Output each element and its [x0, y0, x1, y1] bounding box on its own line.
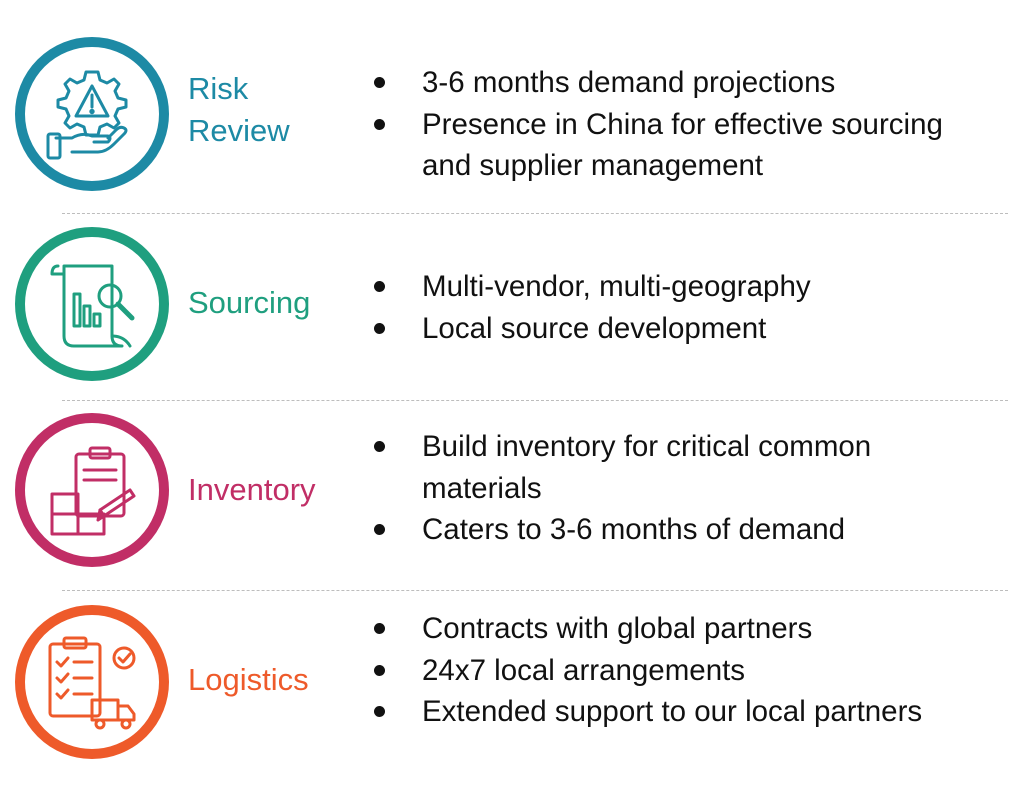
- section-risk-review: Risk Review 3-6 months demand projection…: [0, 28, 1024, 208]
- bullet-text: and supplier management: [422, 149, 764, 182]
- bullet-item: Multi-vendor, multi-geography: [372, 266, 1012, 308]
- bullet-text: Build inventory for critical common: [422, 430, 872, 463]
- bullet-list: Multi-vendor, multi-geography Local sour…: [372, 266, 1012, 349]
- bullet-continuation: and supplier management: [372, 145, 1012, 187]
- document-chart-magnifier-icon: [12, 224, 172, 384]
- bullet-item: Local source development: [372, 308, 1012, 350]
- bullet-text: materials: [422, 471, 542, 505]
- bullet-text: Multi-vendor, multi-geography: [422, 270, 811, 303]
- bullet-item: Contracts with global partners: [372, 608, 1012, 650]
- bullet-text: 24x7 local arrangements: [422, 653, 746, 687]
- bullet-text: Contracts with global partners: [422, 612, 813, 645]
- bullet-icon: [374, 77, 385, 88]
- bullet-icon: [374, 441, 385, 452]
- checklist-truck-icon: [12, 602, 172, 762]
- bullet-item: 24x7 local arrangements: [372, 650, 1012, 692]
- bullet-text: Caters to 3-6 months of demand: [422, 513, 846, 546]
- dashed-divider: [62, 590, 1008, 591]
- bullet-icon: [374, 706, 385, 717]
- bullet-text: Local source development: [422, 311, 767, 345]
- section-sourcing: Sourcing Multi-vendor, multi-geography L…: [0, 218, 1024, 398]
- section-logistics: Logistics Contracts with global partners…: [0, 596, 1024, 776]
- clipboard-boxes-pencil-icon: [12, 410, 172, 570]
- dashed-divider: [62, 213, 1008, 214]
- bullet-text: 3-6 months demand projections: [422, 66, 836, 99]
- section-inventory: Inventory Build inventory for critical c…: [0, 404, 1024, 584]
- bullet-icon: [374, 664, 385, 676]
- bullet-text: Presence in China for effective sourcing: [422, 107, 943, 141]
- warning-gear-hand-icon: [12, 34, 172, 194]
- bullet-icon: [374, 524, 385, 535]
- bullet-text: Extended support to our local partners: [422, 695, 923, 728]
- dashed-divider: [62, 400, 1008, 401]
- bullet-icon: [374, 281, 385, 292]
- bullet-item: Build inventory for critical common: [372, 426, 1012, 468]
- bullet-continuation: materials: [372, 468, 1012, 510]
- bullet-item: Extended support to our local partners: [372, 691, 1012, 733]
- bullet-icon: [374, 322, 385, 334]
- section-title: Risk Review: [188, 71, 290, 148]
- bullet-item: Presence in China for effective sourcing: [372, 104, 1012, 146]
- bullet-list: Contracts with global partners 24x7 loca…: [372, 608, 1012, 733]
- bullet-item: 3-6 months demand projections: [372, 62, 1012, 104]
- section-title: Sourcing: [188, 285, 311, 320]
- section-title: Inventory: [188, 472, 316, 507]
- bullet-icon: [374, 118, 385, 130]
- bullet-icon: [374, 623, 385, 634]
- bullet-item: Caters to 3-6 months of demand: [372, 509, 1012, 551]
- bullet-list: Build inventory for critical common mate…: [372, 426, 1012, 551]
- section-title: Logistics: [188, 662, 309, 697]
- bullet-list: 3-6 months demand projections Presence i…: [372, 62, 1012, 187]
